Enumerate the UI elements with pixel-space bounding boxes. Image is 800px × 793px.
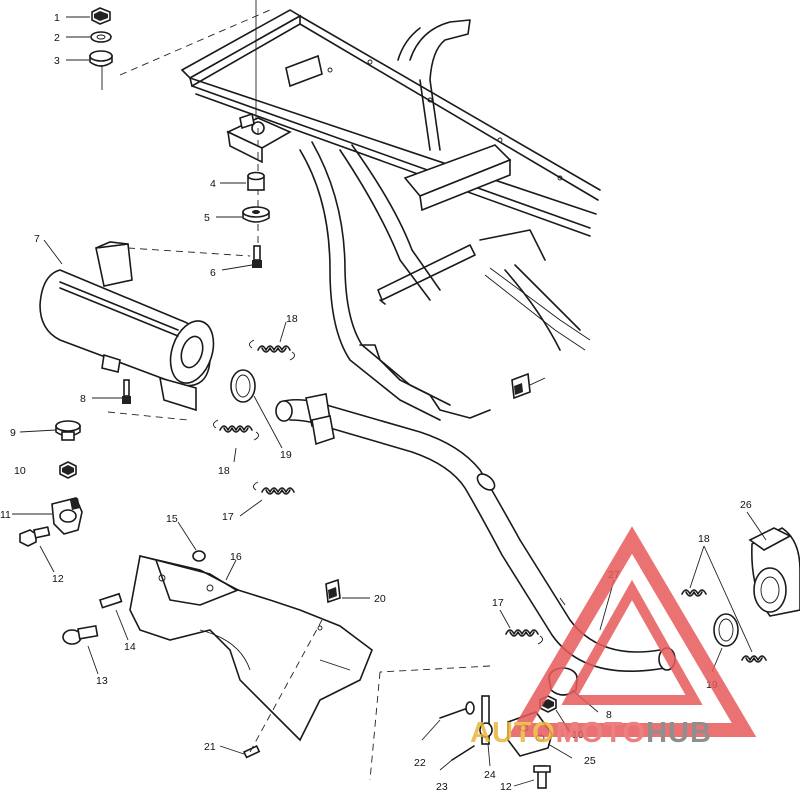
callout-25: 25: [584, 755, 596, 767]
clip-part-20: [325, 578, 341, 604]
spring-part-18-right-top: [681, 589, 707, 597]
callout-24: 24: [484, 769, 496, 781]
clip-part-15: [192, 550, 206, 562]
washer-part-2: [90, 31, 112, 43]
spring-part-18-right-bottom: [741, 655, 767, 663]
callout-13: 13: [96, 675, 108, 687]
stud-part-14: [98, 592, 123, 609]
callout-7: 7: [34, 233, 40, 245]
callout-1: 1: [54, 12, 60, 24]
bolt-part-12-right: [533, 765, 551, 789]
bolt-part-12: [19, 526, 51, 547]
spring-part-17-right: [505, 629, 543, 645]
callout-8: 8: [80, 393, 86, 405]
callout-3: 3: [54, 55, 60, 67]
callout-10: 10: [14, 465, 26, 477]
bolt-part-13: [62, 624, 99, 645]
svg-text:AUTOMOTOHUB: AUTOMOTOHUB: [470, 717, 712, 749]
nut-part-1: [91, 7, 111, 25]
callout-17-b: 17: [492, 597, 504, 609]
callout-18-a: 18: [286, 313, 298, 325]
pin-part-22: [439, 701, 475, 719]
spring-part-18-left: [213, 419, 259, 441]
bolt-part-6: [252, 245, 262, 268]
gasket-part-19-right: [713, 613, 739, 647]
callout-9: 9: [10, 427, 16, 439]
end-cap-part-26: [748, 527, 800, 617]
callout-2: 2: [54, 32, 60, 44]
muffler-part-7: [39, 241, 215, 412]
callout-21: 21: [204, 741, 216, 753]
grommet-part-5: [242, 206, 270, 223]
callout-11: 11: [0, 509, 11, 521]
callout-14: 14: [124, 641, 136, 653]
callout-8-right: 8: [606, 709, 612, 721]
watermark-hub: HUB: [646, 717, 712, 749]
callout-20: 20: [374, 593, 386, 605]
callout-15: 15: [166, 513, 178, 525]
bracket-part-11: [51, 497, 83, 535]
gasket-part-19-left: [230, 369, 256, 403]
watermark-logo: AUTOMOTOHUB: [470, 526, 757, 749]
bolt-part-8: [122, 379, 131, 404]
callout-17-a: 17: [222, 511, 234, 523]
grommet-part-9: [55, 420, 81, 441]
screw-part-21: [242, 745, 261, 759]
callout-22: 22: [414, 757, 426, 769]
spring-part-18-top: [249, 339, 295, 361]
callout-19-a: 19: [280, 449, 292, 461]
callout-4: 4: [210, 178, 216, 190]
watermark-moto: MOTO: [556, 717, 646, 749]
callout-6: 6: [210, 267, 216, 279]
callout-12-right: 12: [500, 781, 512, 793]
callout-18-b: 18: [218, 465, 230, 477]
callout-labels: 1 2 3 4 5 6 7 8 9 10 11 12 13 14 15 16 1…: [0, 12, 752, 793]
spring-part-17-left: [253, 481, 295, 495]
stud-part-24: [479, 695, 493, 745]
callout-16: 16: [230, 551, 242, 563]
nut-part-10: [59, 461, 77, 479]
callout-18-c: 18: [698, 533, 710, 545]
callout-23: 23: [436, 781, 448, 793]
grommet-part-3: [89, 50, 113, 67]
callout-5: 5: [204, 212, 210, 224]
watermark-auto: AUTO: [470, 717, 556, 749]
callout-26: 26: [740, 499, 752, 511]
spacer-part-4: [247, 171, 265, 191]
callout-12: 12: [52, 573, 64, 585]
watermark-triangle-icon: [507, 526, 757, 737]
vehicle-frame: [180, 9, 601, 421]
pin-part-23: [451, 745, 475, 761]
heat-shield-part-16: [129, 555, 373, 742]
leader-lines: [12, 16, 767, 787]
